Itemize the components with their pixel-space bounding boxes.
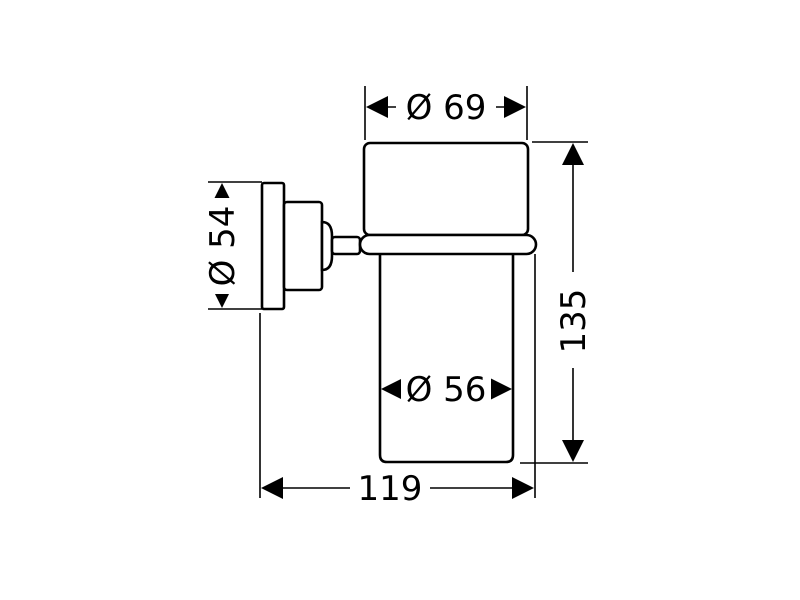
height-label: 135 [554,289,594,354]
arm-rod [330,235,362,256]
wall-plate [260,181,286,311]
arrow-bottom [562,440,584,462]
holder-ring [358,233,538,256]
arrow-right [504,96,526,118]
top-diameter-label: Ø 69 [406,88,487,128]
cup-lower [378,252,515,464]
inner-diameter-label: Ø 56 [406,370,487,410]
arrow-right [490,378,512,400]
arrow-left [261,477,283,499]
dimension-top-diameter: Ø 69 [366,88,526,128]
dimension-mount-diameter: Ø 54 [203,183,243,308]
arrow-left [366,96,388,118]
dimension-inner-diameter: Ø 56 [381,370,512,410]
arm-collar [320,220,334,272]
arrow-right [512,477,534,499]
mount-rosette [282,200,324,292]
cup-top [362,141,530,237]
dimension-height: 135 [554,143,594,462]
arrow-left [381,378,403,400]
mount-diameter-label: Ø 54 [203,206,243,287]
extension-lines [208,86,588,498]
arrow-top [562,143,584,165]
width-label: 119 [358,469,423,509]
dimension-width: 119 [261,469,534,509]
